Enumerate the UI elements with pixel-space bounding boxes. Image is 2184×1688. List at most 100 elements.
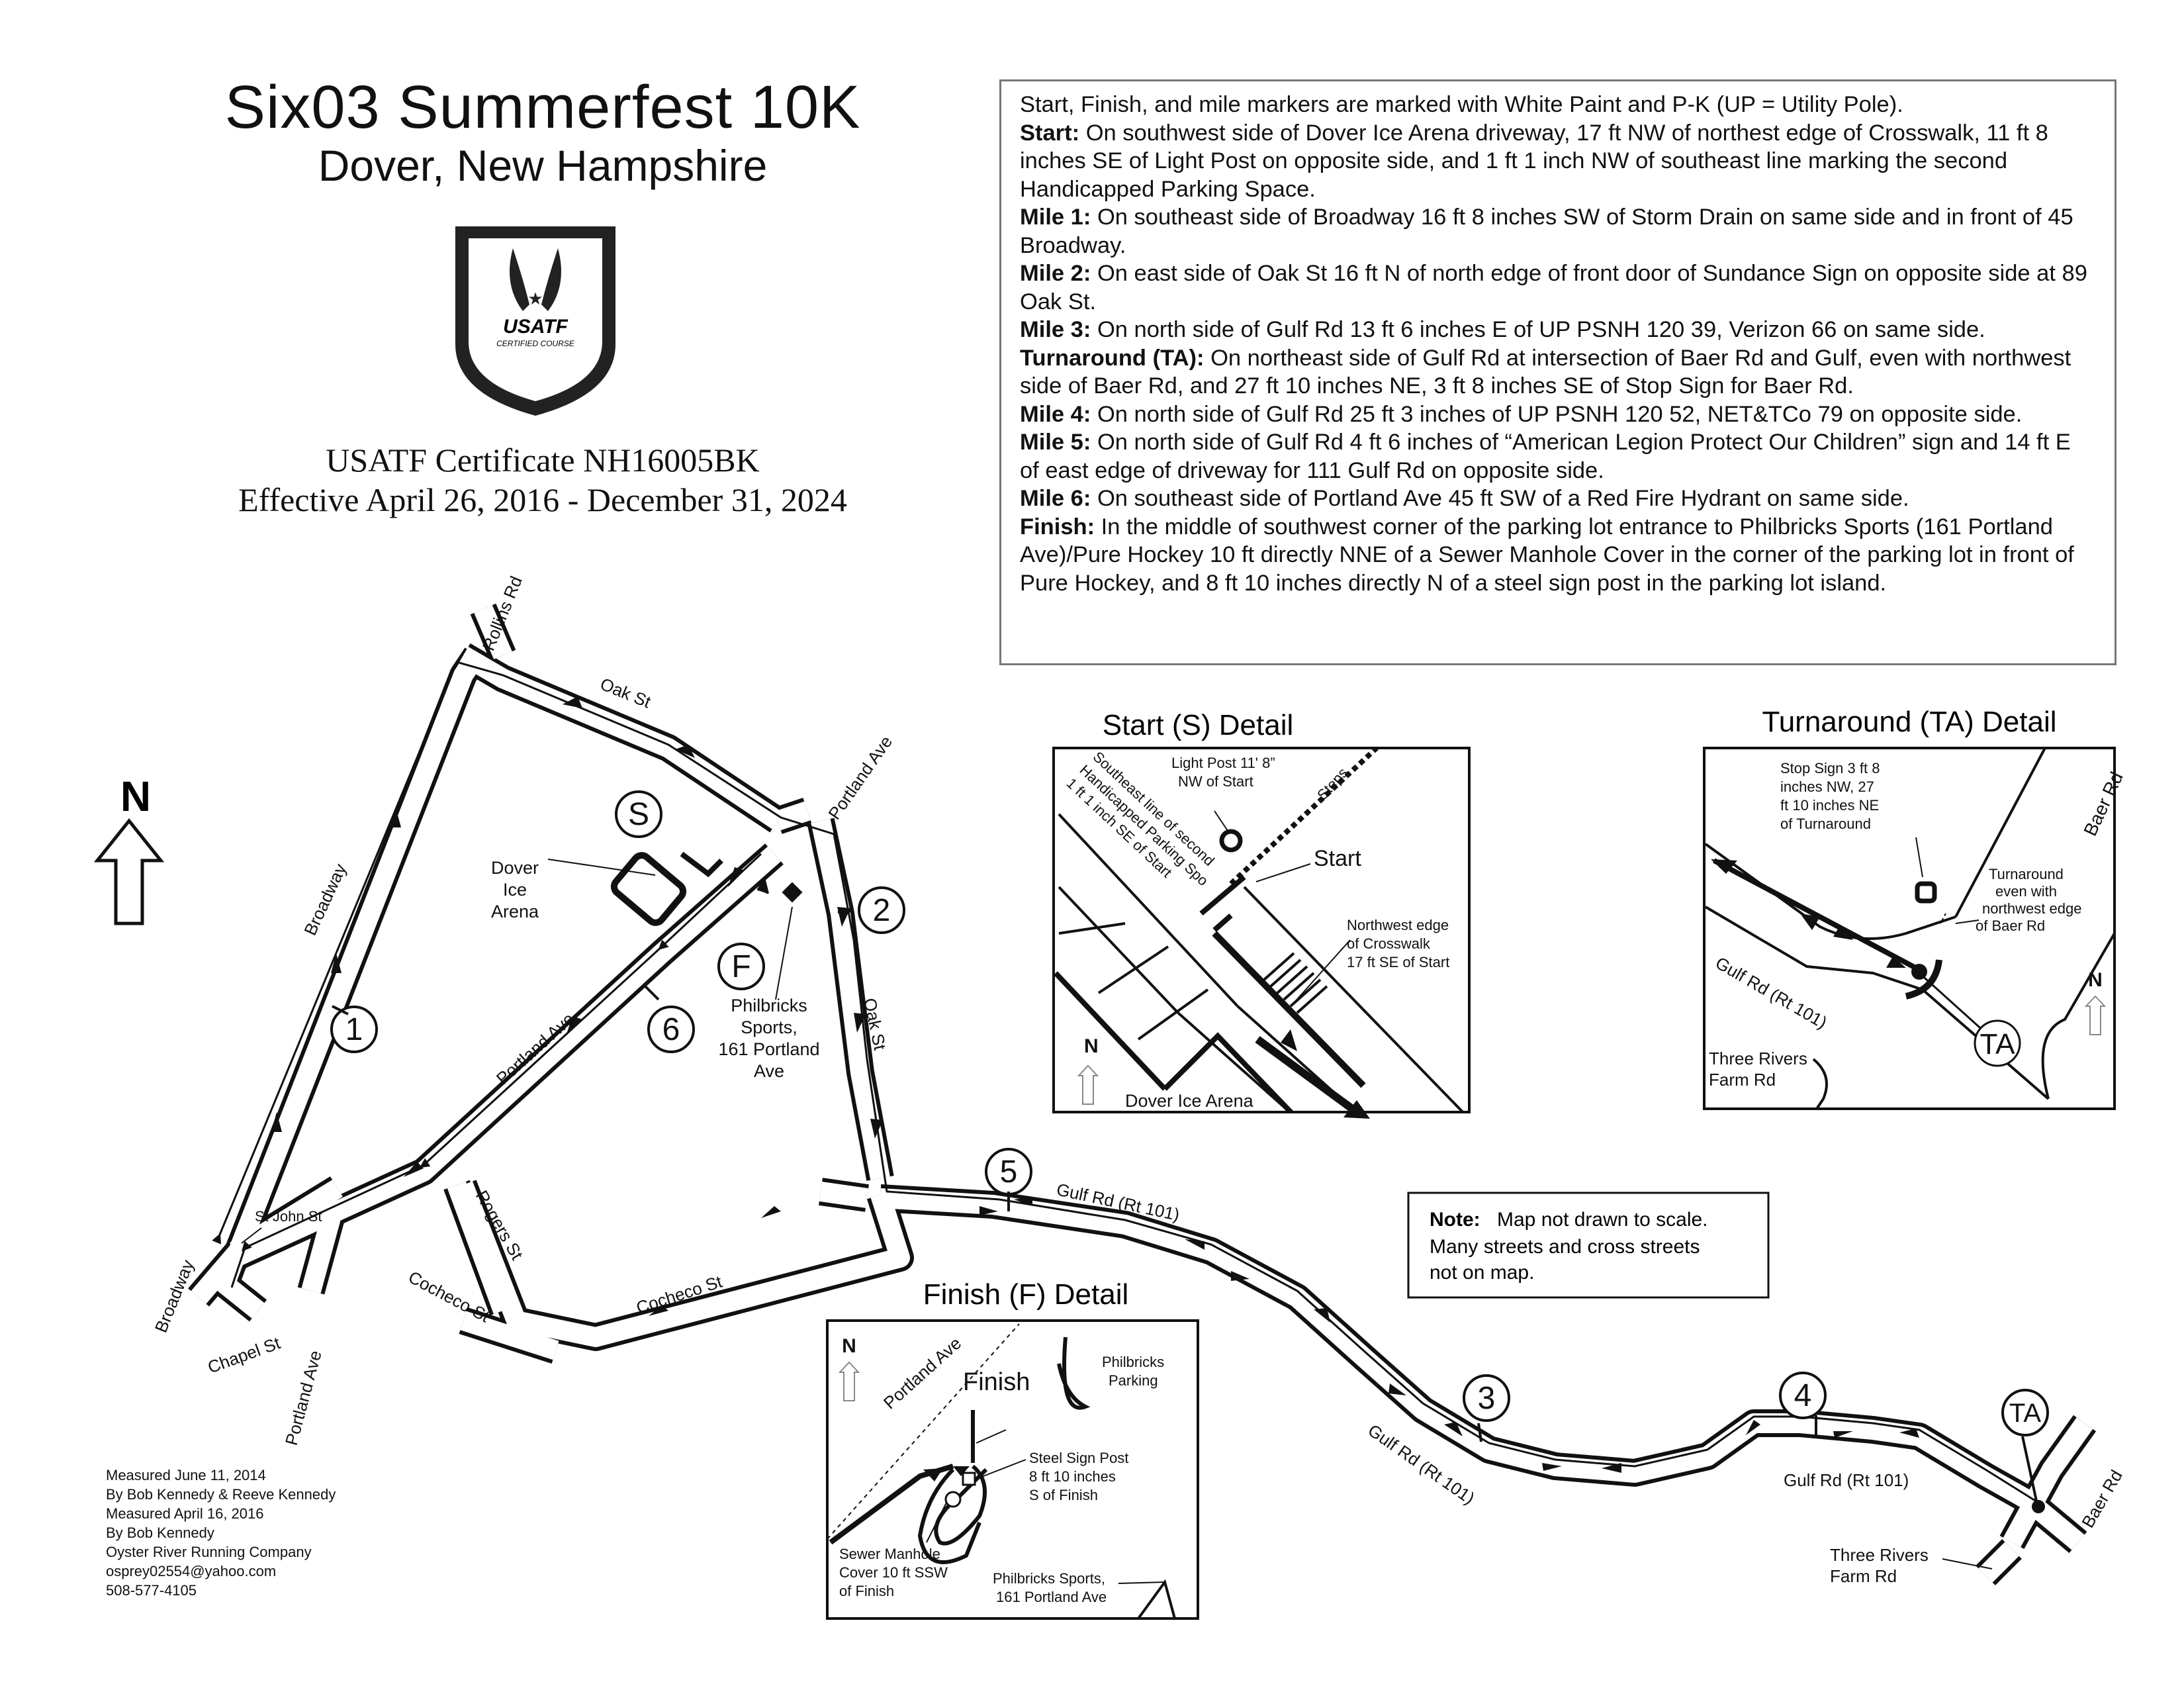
measured-line: Oyster River Running Company: [106, 1544, 312, 1560]
description-mile-1: Mile 1: On southeast side of Broadway 16…: [1020, 205, 2073, 258]
label-philbricks-2: Sports,: [741, 1017, 797, 1037]
badge-certified: CERTIFIED COURSE: [496, 339, 575, 348]
finish-lot-2: Parking: [1109, 1372, 1158, 1389]
note-line-1: Map not drawn to scale.: [1497, 1209, 1708, 1231]
description-finish: Finish: In the middle of southwest corne…: [1020, 514, 2074, 596]
mile-3-marker: 3: [1478, 1381, 1496, 1416]
label-three-rivers-1: Three Rivers: [1830, 1545, 1929, 1565]
ta-note-4: of Baer Rd: [1976, 917, 2045, 934]
certificate-number: USATF Certificate NH16005BK: [326, 442, 760, 479]
description-mile-5: Mile 5: On north side of Gulf Rd 4 ft 6 …: [1020, 430, 2071, 483]
ta-north-arrow-icon: [2084, 995, 2107, 1035]
marker-ticks: [332, 910, 2045, 1513]
finish-sign-2: 8 ft 10 inches: [1029, 1468, 1116, 1485]
label-philbricks-1: Philbricks: [731, 996, 807, 1015]
course-description: Start, Finish, and mile markers are mark…: [999, 79, 2116, 665]
finish-ps-2: 161 Portland Ave: [996, 1589, 1107, 1605]
finish-mh-2: Cover 10 ft SSW: [839, 1564, 948, 1581]
description-start: Start: On southwest side of Dover Ice Ar…: [1020, 120, 2048, 202]
note-label: Note:: [1430, 1209, 1480, 1231]
turnaround-detail: Turnaround (TA) Detail Stop Sign 3 ft 8 …: [1703, 706, 2127, 1110]
usatf-badge: ★ USATF CERTIFIED COURSE: [455, 226, 615, 416]
measured-line: By Bob Kennedy: [106, 1524, 214, 1541]
measured-line: By Bob Kennedy & Reeve Kennedy: [106, 1486, 336, 1503]
mile-6-marker: 6: [662, 1012, 680, 1047]
wing-left-icon: [510, 248, 529, 311]
measured-line: Measured April 16, 2016: [106, 1505, 264, 1522]
description-intro: Start, Finish, and mile markers are mark…: [1020, 92, 1903, 117]
start-light-2: NW of Start: [1178, 773, 1253, 790]
label-portland-ave-bottom: Portland Ave: [281, 1348, 326, 1448]
north-label: N: [120, 773, 151, 820]
ta-stop-3: ft 10 inches NE: [1780, 797, 1879, 814]
finish-sign-1: Steel Sign Post: [1029, 1450, 1128, 1466]
label-philbricks-4: Ave: [754, 1061, 784, 1081]
measured-line: 508-577-4105: [106, 1582, 197, 1599]
ta-north: N: [2088, 969, 2103, 991]
start-north: N: [1084, 1035, 1099, 1057]
start-detail-title: Start (S) Detail: [1103, 709, 1294, 741]
page-subtitle: Dover, New Hampshire: [318, 141, 768, 190]
description-mile-2: Mile 2: On east side of Oak St 16 ft N o…: [1020, 261, 2087, 314]
finish-detail-title: Finish (F) Detail: [923, 1278, 1129, 1311]
start-cw-3: 17 ft SE of Start: [1347, 954, 1449, 970]
note-line-2: Many streets and cross streets: [1430, 1236, 1700, 1258]
label-oak-st-top: Oak St: [598, 674, 655, 712]
ta-marker: TA: [1980, 1028, 2016, 1060]
finish-ps-1: Philbricks Sports,: [993, 1570, 1105, 1587]
ta-tr-2: Farm Rd: [1709, 1070, 1776, 1090]
measurement-credits: Measured June 11, 2014 By Bob Kennedy & …: [106, 1466, 336, 1600]
ta-note-2: even with: [1995, 883, 2057, 900]
description-mile-3: Mile 3: On north side of Gulf Rd 13 ft 6…: [1020, 317, 1985, 342]
measured-line: osprey02554@yahoo.com: [106, 1563, 277, 1579]
marker-circles: [330, 790, 2049, 1436]
star-icon: ★: [527, 289, 543, 308]
label-arena-1: Dover: [491, 858, 539, 878]
page-title: Six03 Summerfest 10K: [224, 73, 861, 141]
start-label: Start: [1314, 846, 1361, 871]
label-broadway-left: Broadway: [300, 861, 350, 938]
wing-right-icon: [541, 248, 561, 311]
ta-note-1: Turnaround: [1989, 866, 2064, 882]
mile-1-marker: 1: [345, 1012, 363, 1047]
mile-5-marker: 5: [1000, 1154, 1018, 1190]
ta-stop-1: Stop Sign 3 ft 8: [1780, 760, 1880, 776]
certificate-info: USATF Certificate NH16005BK Effective Ap…: [199, 440, 887, 520]
label-arena-3: Arena: [491, 902, 539, 921]
start-north-arrow-icon: [1077, 1064, 1099, 1105]
turnaround-marker: TA: [2009, 1399, 2041, 1428]
finish-north-arrow-icon: [838, 1361, 860, 1401]
finish-detail: Finish (F) Detail Portland Ave Finish Ph…: [826, 1278, 1199, 1620]
label-st-john-st: St John St: [255, 1208, 322, 1225]
measured-line: Measured June 11, 2014: [106, 1467, 266, 1483]
start-marker: S: [628, 797, 649, 832]
start-detail: Start (S) Detail: [1052, 709, 1471, 1119]
mile-4-marker: 4: [1794, 1378, 1812, 1413]
ta-tr-1: Three Rivers: [1709, 1049, 1807, 1068]
certificate-effective: Effective April 26, 2016 - December 31, …: [238, 481, 847, 518]
ta-note-3: northwest edge: [1982, 900, 2081, 917]
ta-stop-2: inches NW, 27: [1780, 778, 1874, 795]
label-arena-2: Ice: [503, 880, 527, 900]
route-arrows: [271, 696, 1919, 1473]
finish-label: Finish: [963, 1368, 1030, 1396]
label-baer-rd: Baer Rd: [2077, 1466, 2126, 1531]
badge-usatf: USATF: [503, 316, 568, 338]
label-gulf-rd-3: Gulf Rd (Rt 101): [1784, 1470, 1909, 1490]
note-line-3: not on map.: [1430, 1262, 1534, 1284]
dover-ice-arena: [547, 851, 723, 926]
label-philbricks-3: 161 Portland: [718, 1039, 819, 1059]
note-box: Note: Map not drawn to scale. Many stree…: [1407, 1192, 1770, 1299]
finish-lot-1: Philbricks: [1102, 1354, 1164, 1370]
finish-sign-3: S of Finish: [1029, 1487, 1098, 1503]
finish-north: N: [842, 1335, 856, 1357]
start-cw-2: of Crosswalk: [1347, 935, 1431, 952]
finish-marker: F: [731, 949, 751, 984]
description-mile-4: Mile 4: On north side of Gulf Rd 25 ft 3…: [1020, 401, 2023, 427]
philbricks-building: [756, 877, 803, 1000]
label-broadway-bottom: Broadway: [151, 1257, 198, 1335]
finish-mh-3: of Finish: [839, 1583, 894, 1599]
label-chapel-st: Chapel St: [205, 1333, 283, 1378]
start-light-1: Light Post 11' 8”: [1171, 755, 1275, 771]
